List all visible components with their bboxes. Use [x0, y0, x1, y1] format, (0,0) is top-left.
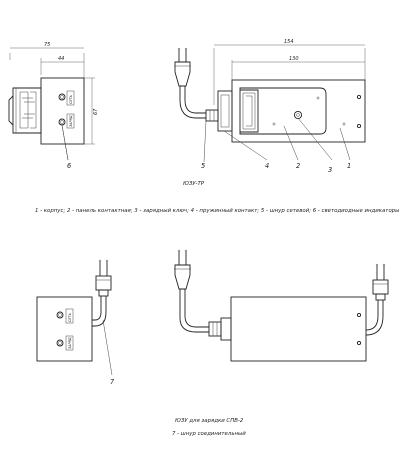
callout-1: 1 [347, 162, 351, 170]
label-set-top-left: СЕТЬ [69, 95, 73, 104]
dim-130: 130 [289, 56, 299, 62]
top-legend: 1 - корпус; 2 - панель контактная; 3 - з… [35, 208, 400, 214]
contact-panel [239, 87, 327, 135]
label-charge-bottom-left: ЗАРЯД [68, 337, 72, 349]
callout-7: 7 [110, 378, 115, 386]
callout-3: 3 [328, 166, 332, 174]
connection-plug-left [95, 275, 112, 291]
callout-2: 2 [296, 162, 300, 170]
mains-plug-top [174, 61, 191, 87]
dim-154: 154 [284, 39, 294, 45]
indicator-led-top [58, 93, 66, 101]
dim-44: 44 [58, 56, 64, 62]
spring-contact [217, 90, 233, 132]
top-side-view: 75 44 67 СЕТЬ ЗАРЯД 6 [8, 42, 99, 170]
dim-67: 67 [93, 108, 99, 115]
top-front-view: 5 154 130 4 2 3 1 [174, 39, 366, 174]
mains-plug-bottom [174, 264, 191, 290]
connection-plug-right [372, 279, 389, 295]
charger-body-bottom [230, 296, 367, 362]
label-charge-top-left: ЗАРЯД [69, 115, 73, 127]
plug-block [12, 87, 42, 134]
dim-75: 75 [44, 42, 50, 48]
panel-bottom-left [36, 296, 93, 362]
mains-cord-top [179, 86, 206, 119]
callout-5: 5 [201, 162, 205, 170]
label-set-bottom-left: СЕТЬ [68, 313, 72, 322]
bottom-note: 7 - шнур соединительный [172, 431, 246, 437]
bottom-left-view: СЕТЬ ЗАРЯД 7 [36, 259, 115, 386]
indicator-led-bottom [58, 118, 66, 126]
charger-body-side [40, 77, 85, 145]
top-title: ЮЗУ-ТР [183, 181, 205, 187]
callout-6: 6 [67, 162, 71, 170]
bottom-right-view [174, 249, 389, 362]
charging-key [293, 110, 303, 120]
callout-4: 4 [265, 162, 269, 170]
bottom-title: ЮЗУ для зарядки СПВ-2 [175, 418, 244, 424]
